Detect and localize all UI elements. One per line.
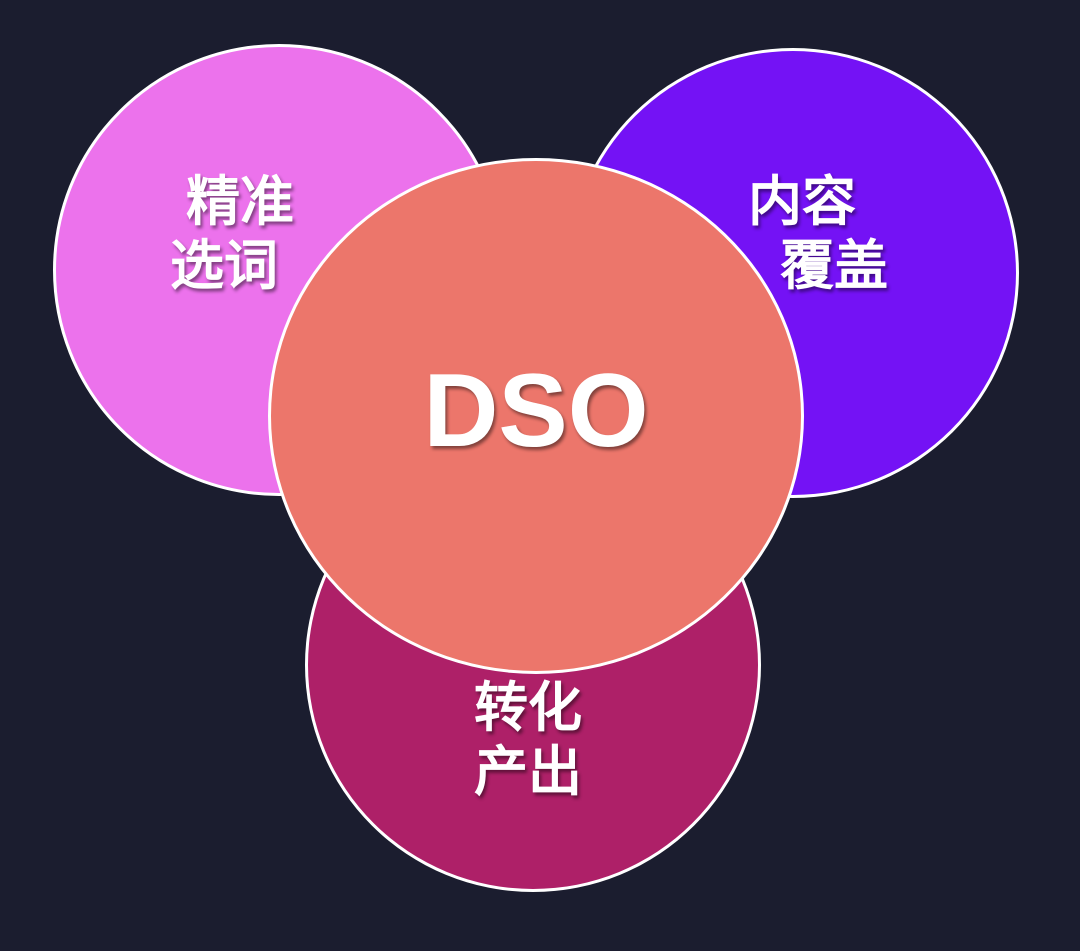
label-line: 选词 <box>170 233 278 297</box>
center-label-text: DSO <box>423 352 649 469</box>
label-precise-keywords: 精准 选词 <box>170 170 294 297</box>
label-content-coverage: 内容 覆盖 <box>748 170 888 297</box>
label-line: 覆盖 <box>780 233 888 297</box>
label-line: 内容 <box>748 170 856 233</box>
label-line: 精准 <box>186 170 294 233</box>
label-dso: DSO <box>268 158 804 674</box>
circle-dso <box>268 158 804 674</box>
label-line: 产出 <box>474 739 582 803</box>
label-conversion-output: 转化 产出 <box>474 676 582 803</box>
label-line: 转化 <box>474 676 582 739</box>
